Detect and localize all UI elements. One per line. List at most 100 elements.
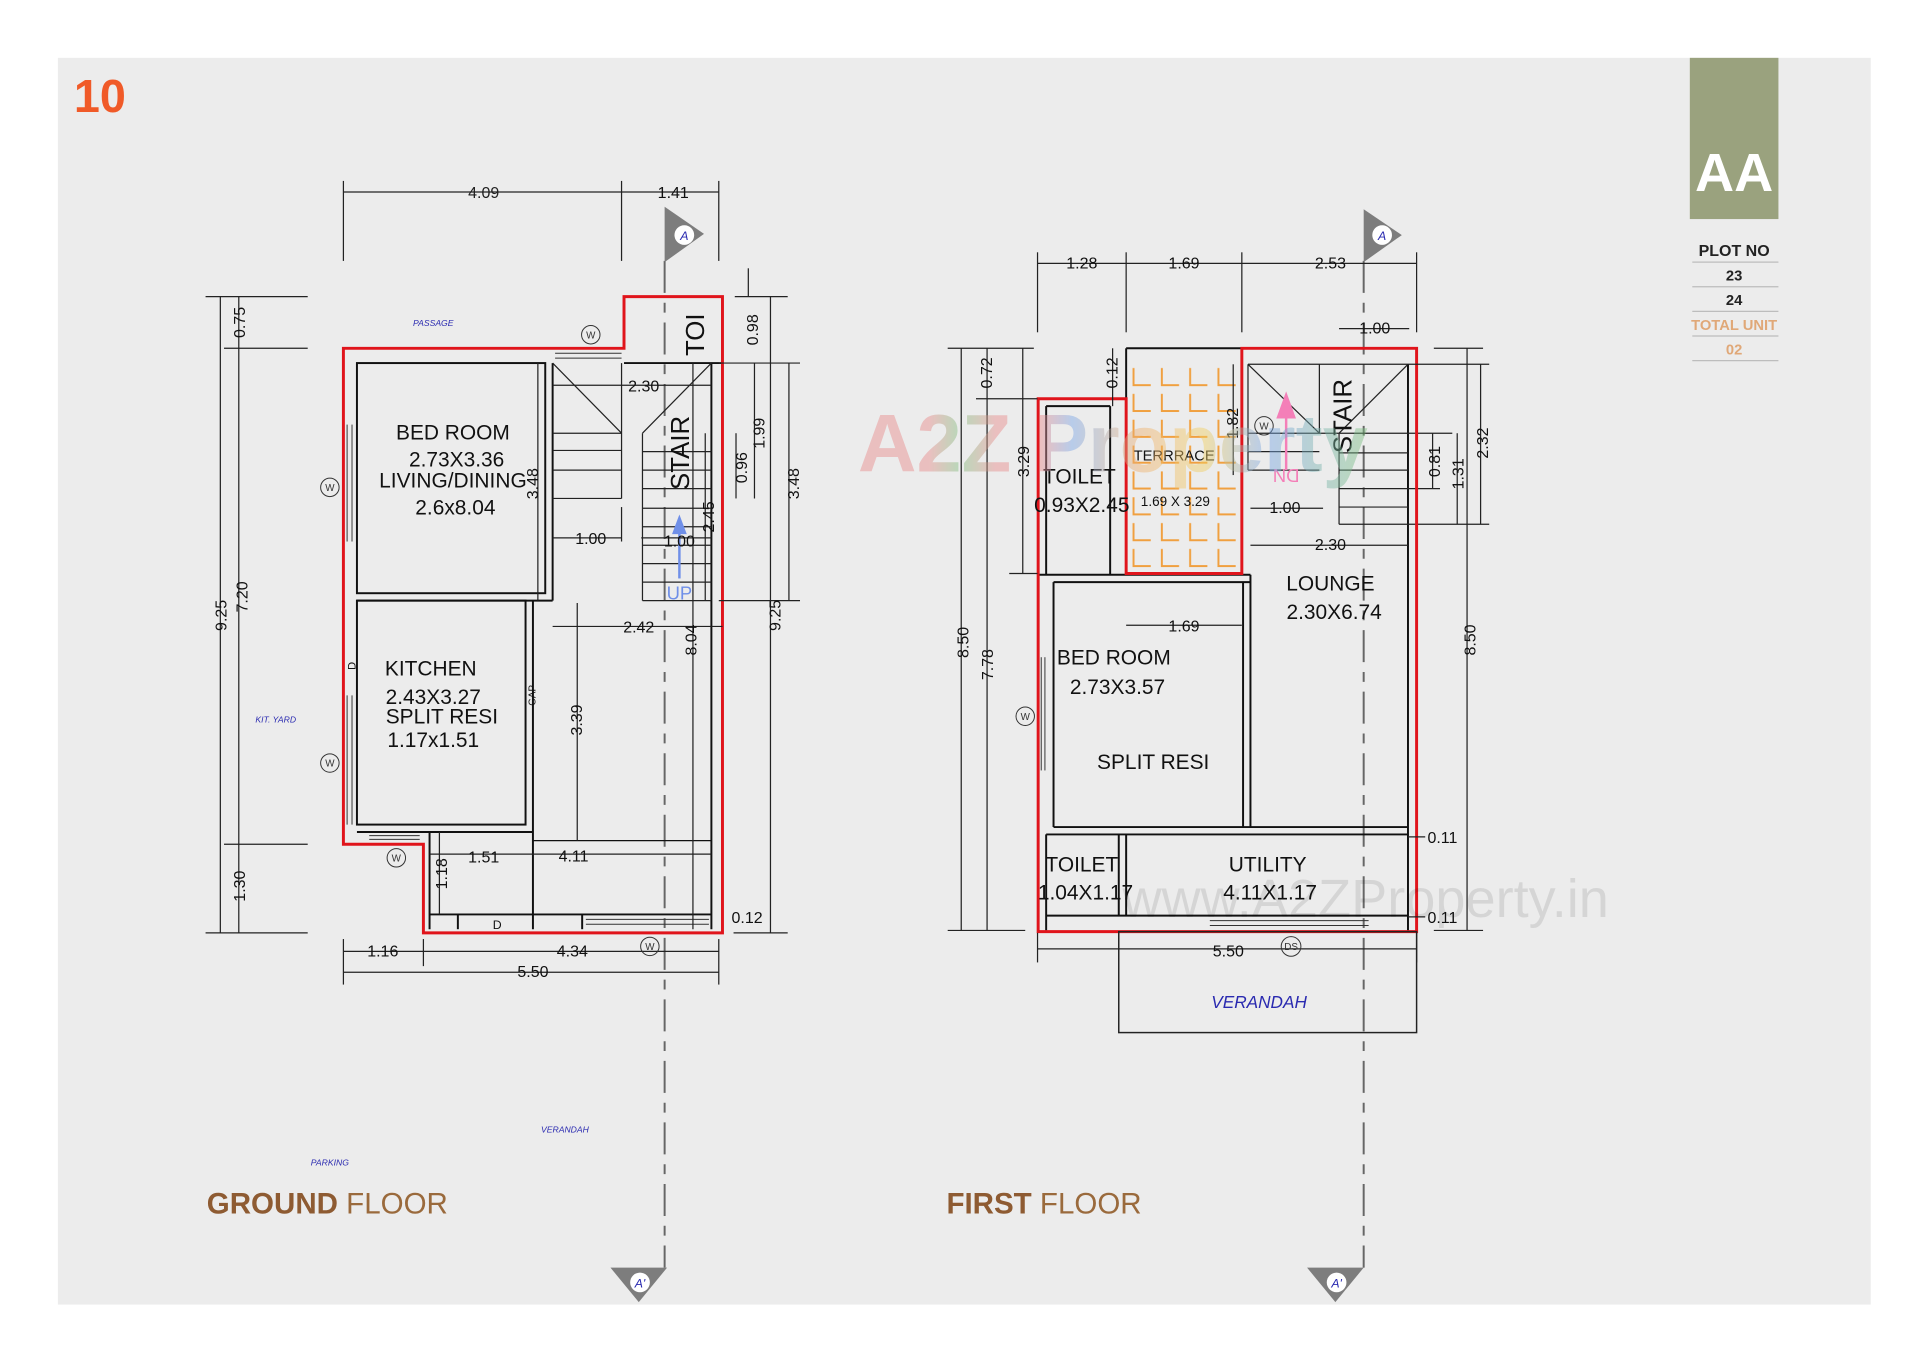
terrace-tiles [1126,364,1242,574]
dim-label: 9.25 [213,600,230,631]
dim-label: 1.18 [434,858,451,889]
room-split-resi: SPLIT RESI [386,706,498,729]
section-marker-bottom: A' [1307,1267,1364,1303]
svg-text:A: A [679,229,688,243]
dim-label: 2.30 [628,378,659,395]
total-unit-label: TOTAL UNIT [1691,318,1777,334]
room-split-resi-size: 1.17x1.51 [387,729,479,752]
room-stair: STAIR [1329,379,1357,453]
room-kitchen-size: 2.43X3.27 [386,686,481,709]
ground-floor-plan: A A' [205,180,803,1303]
first-floor-title: FIRST FLOOR [946,1187,1141,1220]
dim-label: 0.81 [1427,446,1444,477]
room-lounge: LOUNGE [1286,573,1374,596]
watermark-logo: A2Z Property [858,398,1368,489]
walls [355,362,723,930]
dim-label: 0.11 [1427,830,1457,847]
dim-label: 1.28 [1066,255,1097,272]
room-kitchen: KITCHEN [385,658,477,681]
label-passage: PASSAGE [413,318,454,328]
dim-label: 5.50 [1213,943,1244,960]
room-bed-room-size: 2.73X3.57 [1070,676,1165,699]
stair-up-label: UP [667,582,693,603]
badge-code: AA [1695,143,1773,203]
section-marker-top: A [664,206,705,263]
dim-label: 1.00 [1269,500,1300,517]
sheet-background [57,57,1871,1305]
room-terrace: TERRRACE [1134,448,1215,464]
dimension-lines [205,180,801,985]
dim-label: 3.39 [569,704,586,735]
window-icon: W [325,759,335,770]
dimension-labels: 1.28 1.69 2.53 1.00 8.50 7.78 0.72 3.29 … [956,255,1492,960]
watermark-url: www.A2ZProperty.in [1121,869,1608,929]
window-icon: W [392,854,402,865]
dim-label: 3.29 [1016,446,1033,477]
verandah-outline [1118,930,1418,1034]
dim-label: 7.20 [234,581,251,612]
room-toilet: TOILET [1045,853,1118,876]
dim-label: 0.12 [1105,357,1122,388]
windows [1040,657,1369,926]
section-marker-bottom: A' [610,1267,668,1303]
dim-label: 8.50 [1463,624,1480,655]
dim-label: 1.41 [658,185,689,202]
room-labels: BED ROOM 2.73X3.36 LIVING/DINING 2.6x8.0… [255,313,710,1167]
plot-number: 24 [1726,293,1743,309]
plot-outline [341,295,724,935]
dim-label: 9.25 [767,600,784,631]
room-toilet: TOI [682,313,710,356]
dim-label: 8.04 [684,624,701,655]
dim-label: 0.98 [745,314,762,345]
dim-label: 0.72 [979,357,996,388]
dim-label: 4.11 [559,849,589,866]
window-markers: W W DS [1015,416,1302,957]
dim-label: 0.96 [734,452,751,483]
dim-label: 2.32 [1475,427,1492,458]
room-terrace-size: 1.69 X 3.29 [1141,494,1210,509]
dim-label: 2.30 [1315,537,1346,554]
label-gap: GAP [527,685,538,706]
room-utility-size: 4.11X1.17 [1223,882,1317,905]
dim-label: 8.50 [956,627,973,658]
label-verandah: VERANDAH [541,1124,590,1134]
room-toilet: TOILET [1043,466,1116,489]
dim-label: 5.50 [517,964,548,981]
badge-box [1689,57,1779,220]
stair-down-label: DN [1273,465,1300,486]
ground-floor-title: GROUND FLOOR [207,1187,448,1220]
room-stair: STAIR [667,416,695,490]
door-symbol: D [347,662,359,670]
windows [346,352,709,925]
dim-label: 3.48 [525,468,542,499]
room-toilet-size: 1.04X1.17 [1038,882,1133,905]
dim-label: 0.75 [232,307,249,338]
room-bed-room-size: 2.73X3.36 [409,448,504,471]
total-unit-value: 02 [1726,342,1742,358]
dim-label: 4.09 [468,185,499,202]
room-utility: UTILITY [1229,853,1307,876]
svg-text:A: A [1377,229,1386,243]
window-markers: W W W W W [320,325,660,957]
plot-no-label: PLOT NO [1699,243,1770,260]
window-icon: W [586,330,596,341]
room-living-dining: LIVING/DINING [379,469,527,492]
dim-label: 1.99 [751,418,768,449]
svg-text:A': A' [634,1276,646,1290]
stair-down-arrow-icon [1276,391,1296,471]
dim-label: 7.78 [980,649,997,680]
dim-label: 2.45 [701,501,718,532]
dim-label: 1.69 [1168,255,1199,272]
dim-label: 1.00 [575,531,606,548]
room-toilet-size: 0.93X2.45 [1034,494,1129,517]
dim-label: 1.82 [1225,408,1242,439]
plot-number: 23 [1726,269,1742,285]
dimension-labels: 4.09 1.41 0.75 9.25 7.20 1.30 0.98 1.99 … [213,185,802,981]
room-bed-room: BED ROOM [1057,647,1171,670]
dim-label: 2.53 [1315,255,1346,272]
dim-label: 1.00 [664,533,695,550]
door-symbol: D [493,918,502,932]
label-parking: PARKING [311,1157,349,1167]
dim-label: 2.42 [623,620,654,637]
